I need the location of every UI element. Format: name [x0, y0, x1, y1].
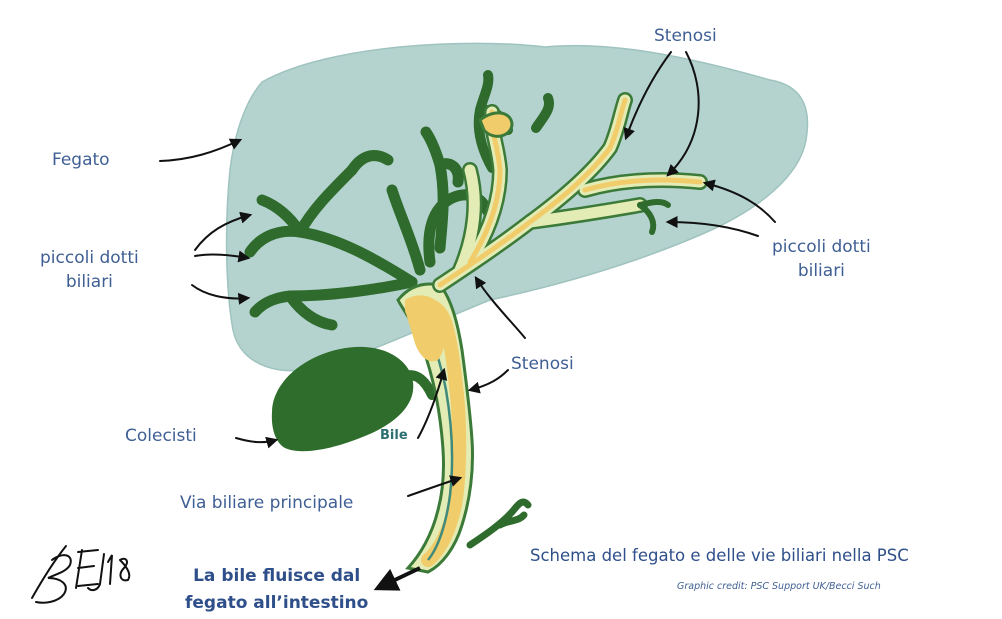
- label-bile-flow-line2: fegato all’intestino: [185, 590, 368, 617]
- label-piccoli-dotti-left-line2: biliari: [40, 270, 139, 294]
- label-colecisti: Colecisti: [125, 424, 197, 448]
- arrow-colecisti: [236, 438, 276, 442]
- diagram-title: Schema del fegato e delle vie biliari ne…: [530, 546, 909, 565]
- label-bile: Bile: [380, 428, 408, 443]
- label-bile-flow-line1: La bile fluisce dal: [185, 563, 368, 590]
- label-bile-flow: La bile fluisce dal fegato all’intestino: [185, 563, 368, 617]
- label-piccoli-dotti-left-line1: piccoli dotti: [40, 246, 139, 270]
- label-piccoli-dotti-right-line1: piccoli dotti: [772, 235, 871, 259]
- duodenal-branch: [470, 502, 528, 545]
- arrow-fegato: [160, 140, 240, 161]
- label-stenosi-middle: Stenosi: [511, 352, 574, 376]
- label-via-biliare-principale: Via biliare principale: [180, 491, 353, 515]
- label-piccoli-dotti-right-line2: biliari: [772, 259, 871, 283]
- graphic-credit: Graphic credit: PSC Support UK/Becci Suc…: [677, 581, 881, 592]
- artist-signature: [32, 546, 129, 603]
- label-fegato: Fegato: [52, 148, 110, 172]
- label-piccoli-dotti-right: piccoli dotti biliari: [772, 235, 871, 283]
- bile-pool: [405, 295, 446, 361]
- flow-arrow: [378, 568, 420, 588]
- label-piccoli-dotti-left: piccoli dotti biliari: [40, 246, 139, 294]
- label-stenosi-top: Stenosi: [654, 24, 717, 48]
- arrow-stenosi-middle-2: [470, 370, 508, 390]
